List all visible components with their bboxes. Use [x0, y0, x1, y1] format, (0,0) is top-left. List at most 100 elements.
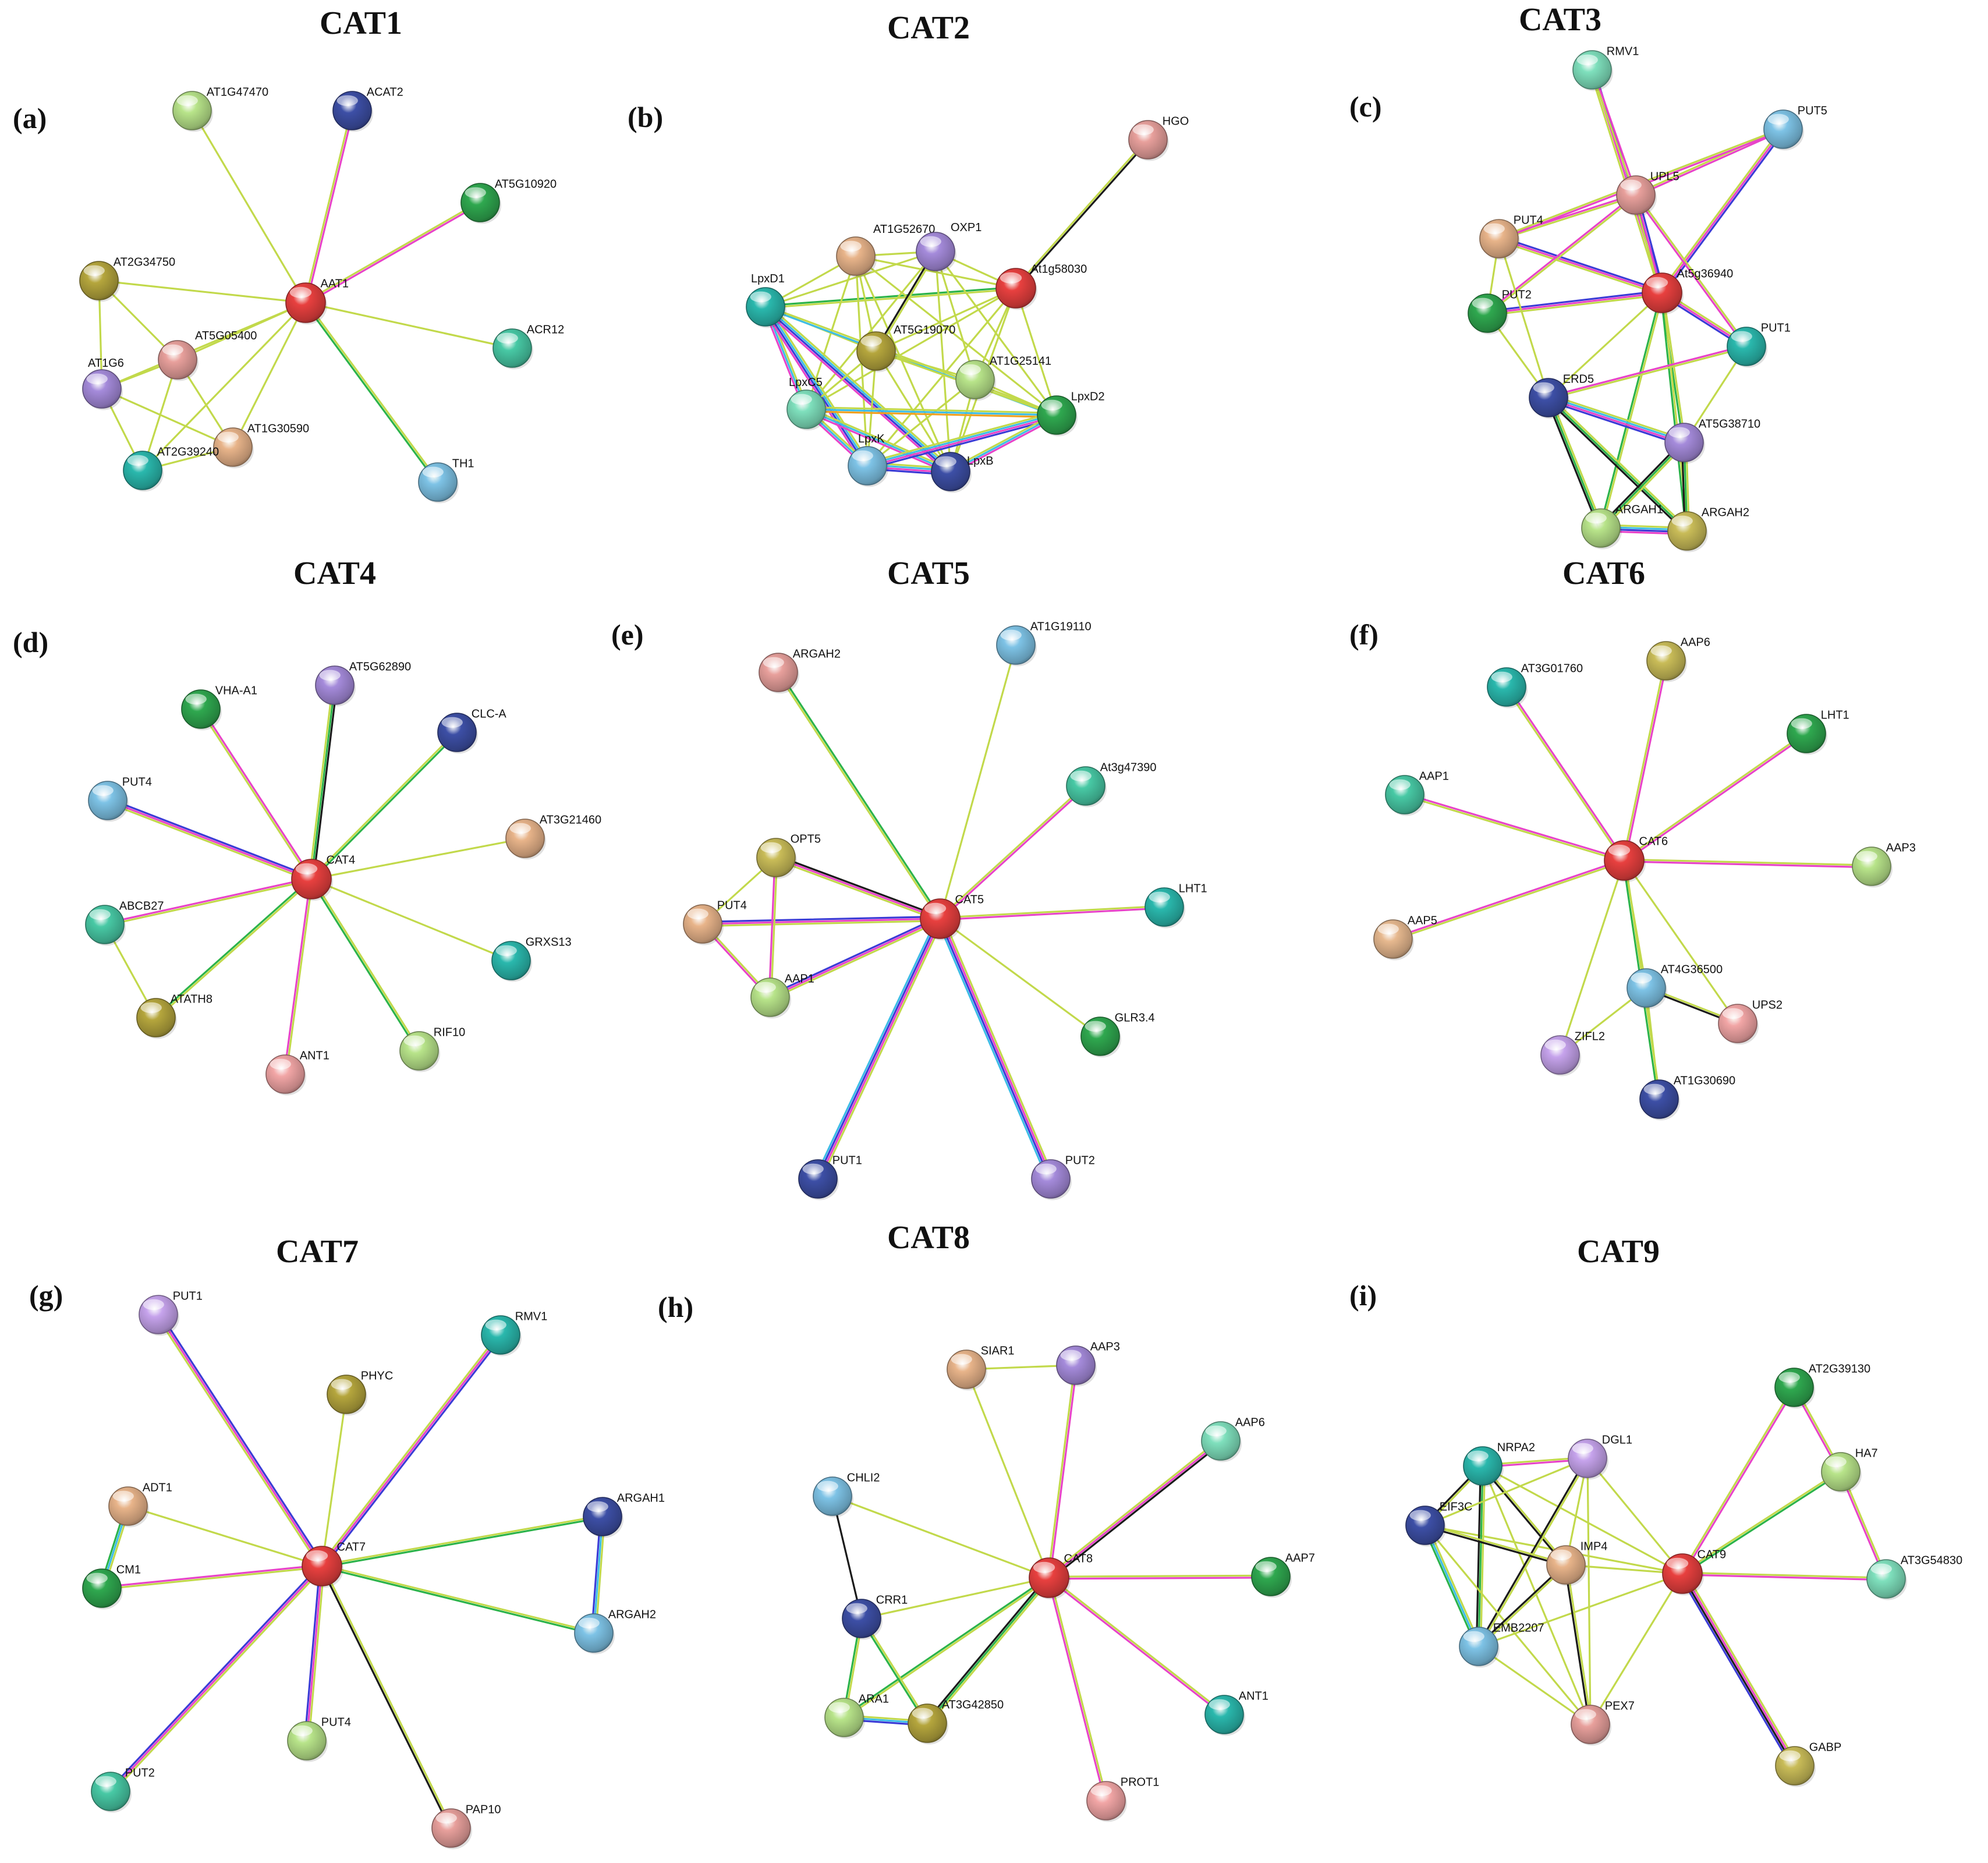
node-at1g25141[interactable]: AT1G25141	[955, 355, 1051, 401]
node-aat1[interactable]: AAT1	[285, 277, 349, 325]
node-rmv1[interactable]: RMV1	[1572, 45, 1639, 91]
node-imp4[interactable]: IMP4	[1546, 1540, 1607, 1586]
node-at1g47470[interactable]: AT1G47470	[172, 86, 268, 132]
node-eif3c[interactable]: EIF3C	[1405, 1500, 1472, 1547]
node-aap1[interactable]: AAP1	[1385, 770, 1449, 816]
node-lpxb[interactable]: LpxB	[931, 452, 994, 493]
node-argah1[interactable]: ARGAH1	[583, 1492, 665, 1538]
node-at5g05400[interactable]: AT5G05400	[158, 330, 257, 381]
node-lht1[interactable]: LHT1	[1144, 882, 1207, 929]
node-ant1[interactable]: ANT1	[1204, 1690, 1268, 1736]
node-ant1[interactable]: ANT1	[265, 1049, 329, 1096]
node-aap3[interactable]: AAP3	[1852, 841, 1916, 888]
node-ara1[interactable]: ARA1	[824, 1692, 889, 1739]
node-at1g30590[interactable]: AT1G30590	[213, 422, 309, 469]
node-erd5[interactable]: ERD5	[1529, 373, 1594, 419]
node-gabp[interactable]: GABP	[1775, 1741, 1841, 1787]
node-prot1[interactable]: PROT1	[1086, 1776, 1159, 1822]
node-put2[interactable]: PUT2	[1031, 1154, 1095, 1200]
node-put1[interactable]: PUT1	[798, 1154, 862, 1200]
node-th1[interactable]: TH1	[418, 457, 474, 504]
node-put4[interactable]: PUT4	[88, 775, 152, 822]
node-cat4[interactable]: CAT4	[291, 853, 355, 901]
node-crr1[interactable]: CRR1	[842, 1593, 908, 1640]
node-aap3[interactable]: AAP3	[1056, 1340, 1120, 1387]
node-at1g52670[interactable]: AT1G52670	[836, 223, 935, 278]
node-ups2[interactable]: UPS2	[1718, 998, 1783, 1045]
node-put4[interactable]: PUT4	[1479, 214, 1543, 260]
node-at3g01760[interactable]: AT3G01760	[1487, 662, 1583, 709]
node-at1g58030[interactable]: At1g58030	[995, 263, 1087, 310]
node-emb2207[interactable]: EMB2207	[1459, 1621, 1544, 1668]
node-adt1[interactable]: ADT1	[108, 1481, 172, 1528]
node-clc-a[interactable]: CLC-A	[437, 707, 506, 754]
node-at3g21460[interactable]: AT3G21460	[505, 813, 601, 860]
node-lpxk[interactable]: LpxK	[848, 433, 888, 487]
node-at2g39240[interactable]: AT2G39240	[123, 445, 219, 492]
node-at2g39130[interactable]: AT2G39130	[1774, 1362, 1870, 1409]
node-argah2[interactable]: ARGAH2	[759, 647, 841, 694]
node-argah2[interactable]: ARGAH2	[1667, 506, 1749, 552]
node-acat2[interactable]: ACAT2	[332, 86, 403, 132]
node-rif10[interactable]: RIF10	[399, 1026, 465, 1072]
node-abcb27[interactable]: ABCB27	[85, 899, 164, 946]
node-upl5[interactable]: UPL5	[1616, 170, 1679, 217]
node-aap5[interactable]: AAP5	[1373, 914, 1437, 961]
node-atath8[interactable]: ATATH8	[136, 993, 212, 1039]
node-cat7[interactable]: CAT7	[302, 1540, 366, 1588]
node-opt5[interactable]: OPT5	[756, 833, 821, 879]
node-aap6[interactable]: AAP6	[1646, 636, 1710, 682]
node-at1g6[interactable]: AT1G6	[82, 357, 124, 410]
node-aap1[interactable]: AAP1	[750, 972, 814, 1019]
node-rmv1[interactable]: RMV1	[481, 1310, 547, 1356]
node-at4g36500[interactable]: AT4G36500	[1626, 963, 1723, 1010]
node-hgo[interactable]: HGO	[1128, 115, 1189, 161]
node-at3g42850[interactable]: AT3G42850	[908, 1698, 1004, 1745]
node-oxp1[interactable]: OXP1	[916, 221, 981, 273]
node-lht1[interactable]: LHT1	[1787, 709, 1849, 755]
node-cat6[interactable]: CAT6	[1604, 835, 1668, 883]
node-put4[interactable]: PUT4	[287, 1716, 351, 1762]
node-glr3.4[interactable]: GLR3.4	[1080, 1011, 1155, 1058]
node-at5g62890[interactable]: AT5G62890	[315, 660, 411, 707]
node-cat9[interactable]: CAT9	[1662, 1548, 1726, 1596]
node-put1[interactable]: PUT1	[1727, 321, 1791, 368]
node-vha-a1[interactable]: VHA-A1	[181, 684, 257, 731]
node-put4[interactable]: PUT4	[683, 899, 747, 945]
node-at5g10920[interactable]: AT5G10920	[460, 178, 557, 224]
node-dgl1[interactable]: DGL1	[1568, 1433, 1632, 1480]
node-grxs13[interactable]: GRXS13	[491, 936, 572, 982]
node-put2[interactable]: PUT2	[1468, 288, 1532, 335]
node-lpxd1[interactable]: LpxD1	[746, 272, 786, 328]
node-put2[interactable]: PUT2	[91, 1766, 155, 1813]
node-ha7[interactable]: HA7	[1821, 1447, 1878, 1493]
node-at1g30690[interactable]: AT1G30690	[1639, 1074, 1735, 1121]
node-pap10[interactable]: PAP10	[431, 1803, 501, 1850]
node-zifl2[interactable]: ZIFL2	[1540, 1030, 1605, 1076]
node-at5g36940[interactable]: At5g36940	[1642, 267, 1733, 315]
node-pex7[interactable]: PEX7	[1571, 1699, 1635, 1746]
node-cat8[interactable]: CAT8	[1029, 1552, 1093, 1600]
node-chli2[interactable]: CHLI2	[813, 1471, 880, 1518]
node-put1[interactable]: PUT1	[139, 1290, 203, 1336]
node-nrpa2[interactable]: NRPA2	[1463, 1441, 1535, 1487]
node-cat5[interactable]: CAT5	[920, 893, 984, 941]
node-at5g19070[interactable]: AT5G19070	[856, 324, 955, 373]
node-argah2[interactable]: ARGAH2	[574, 1608, 656, 1655]
node-aap6[interactable]: AAP6	[1201, 1416, 1265, 1462]
node-siar1[interactable]: SIAR1	[947, 1344, 1015, 1391]
node-at1g19110[interactable]: AT1G19110	[996, 620, 1092, 667]
node-at5g38710[interactable]: AT5G38710	[1664, 417, 1760, 464]
node-put5[interactable]: PUT5	[1763, 104, 1827, 151]
node-lpxc5[interactable]: LpxC5	[786, 376, 827, 431]
node-at3g54830[interactable]: AT3G54830	[1866, 1554, 1962, 1600]
node-acr12[interactable]: ACR12	[492, 323, 564, 370]
node-lpxd2[interactable]: LpxD2	[1037, 390, 1105, 437]
node-aap7[interactable]: AAP7	[1251, 1552, 1315, 1598]
node-at2g34750[interactable]: AT2G34750	[79, 256, 175, 302]
node-cm1[interactable]: CM1	[82, 1563, 141, 1610]
node-at3g47390[interactable]: At3g47390	[1066, 761, 1157, 807]
node-phyc[interactable]: PHYC	[327, 1369, 393, 1416]
node-label: ABCB27	[119, 899, 164, 912]
node-argah1[interactable]: ARGAH1	[1581, 503, 1663, 550]
